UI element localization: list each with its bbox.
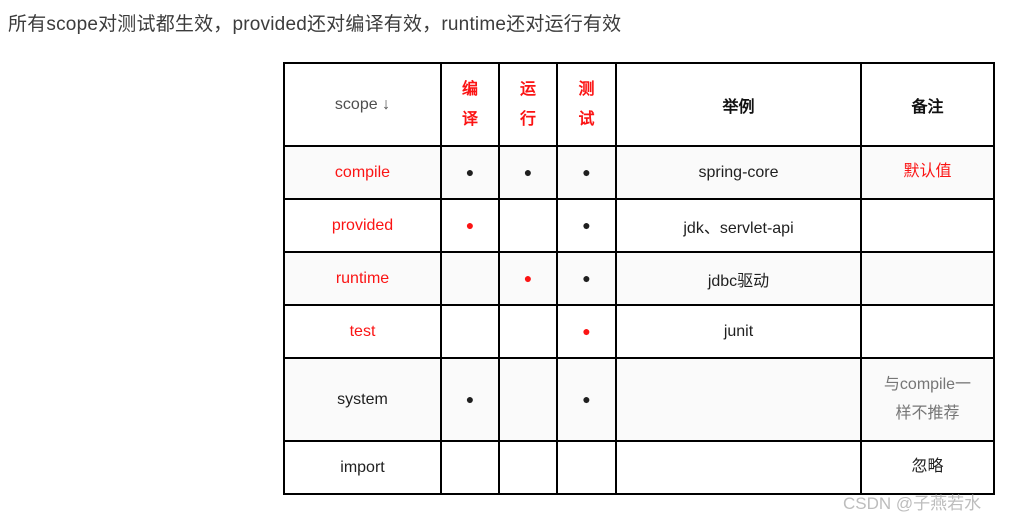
dot: ● [465,216,475,233]
dot: ● [582,322,591,339]
dot-cell-test: ● [556,145,617,200]
table-header-row: scope ↓ 编译 运行 测试 举例 备注 [283,62,995,147]
scope-cell: runtime [283,251,442,306]
note-cell [860,251,995,306]
table-row-test: test ● junit [283,304,995,359]
dot: ● [523,163,533,180]
header-compile-label: 编译 [461,80,478,128]
dot-cell-run [498,304,558,359]
example-cell: spring-core [615,145,862,200]
dot-cell-test: ● [556,198,617,253]
header-scope: scope ↓ [283,62,442,147]
dot: ● [582,216,591,233]
dot-cell-test: ● [556,251,617,306]
dot-cell-compile [440,251,500,306]
dot: ● [523,269,533,286]
dot-cell-test: ● [556,304,617,359]
scope-cell: provided [283,198,442,253]
header-example: 举例 [615,62,862,147]
scope-cell: system [283,357,442,442]
dot-cell-run [498,198,558,253]
example-cell [615,440,862,495]
dot-cell-test: ● [556,357,617,442]
header-test: 测试 [556,62,617,147]
dot-cell-run: ● [498,251,558,306]
dot: ● [582,390,591,407]
dot-cell-compile: ● [440,145,500,200]
header-run: 运行 [498,62,558,147]
header-run-label: 运行 [519,80,536,128]
table-row-system: system ● ● 与compile一样不推荐 [283,357,995,442]
example-cell: junit [615,304,862,359]
dot-cell-compile [440,440,500,495]
dot-cell-run: ● [498,145,558,200]
csdn-watermark: CSDN @子燕若水 [843,494,982,513]
dot: ● [582,269,591,286]
scope-cell: compile [283,145,442,200]
note-cell: 忽略 [860,440,995,495]
dot-cell-test [556,440,617,495]
dot: ● [582,163,591,180]
dot: ● [465,163,475,180]
table-row-compile: compile ● ● ● spring-core 默认值 [283,145,995,200]
dot: ● [465,390,475,407]
note-cell: 与compile一样不推荐 [860,357,995,442]
dot-cell-compile: ● [440,198,500,253]
table-row-runtime: runtime ● ● jdbc驱动 [283,251,995,306]
example-cell: jdk、servlet-api [615,198,862,253]
header-compile: 编译 [440,62,500,147]
table-row-import: import 忽略 [283,440,995,495]
scope-cell: import [283,440,442,495]
table-row-provided: provided ● ● jdk、servlet-api [283,198,995,253]
note-cell: 默认值 [860,145,995,200]
page-title: 所有scope对测试都生效，provided还对编译有效，runtime还对运行… [8,14,622,35]
header-test-label: 测试 [578,80,595,128]
note-cell [860,304,995,359]
scope-cell: test [283,304,442,359]
example-cell [615,357,862,442]
example-cell: jdbc驱动 [615,251,862,306]
dot-cell-compile: ● [440,357,500,442]
note-cell [860,198,995,253]
dot-cell-run [498,440,558,495]
header-note: 备注 [860,62,995,147]
scope-table: scope ↓ 编译 运行 测试 举例 备注 compile ● ● ● spr… [283,62,995,495]
dot-cell-run [498,357,558,442]
dot-cell-compile [440,304,500,359]
